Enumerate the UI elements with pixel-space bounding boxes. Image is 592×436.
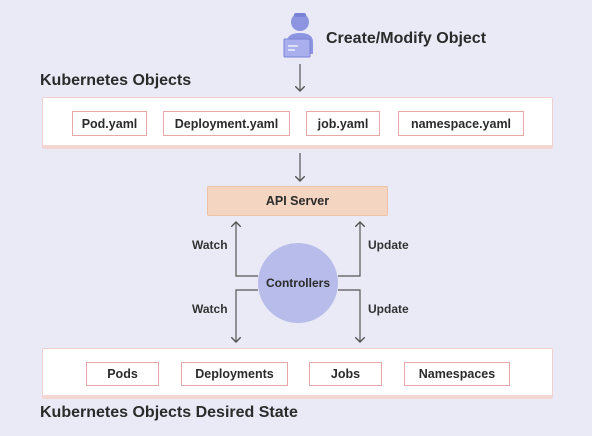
user-at-laptop-icon	[283, 13, 313, 58]
file-chip-deployment: Deployment.yaml	[163, 111, 290, 136]
kubernetes-objects-title: Kubernetes Objects	[40, 72, 192, 89]
desired-state-panel: Pods Deployments Jobs Namespaces	[42, 348, 553, 399]
resource-chip-jobs: Jobs	[309, 362, 382, 386]
resource-chip-pods: Pods	[86, 362, 159, 386]
controllers-circle: Controllers	[258, 243, 338, 323]
resource-chip-namespaces: Namespaces	[404, 362, 510, 386]
file-chip-job: job.yaml	[306, 111, 380, 136]
api-server-box: API Server	[207, 186, 388, 216]
arrow-update-top	[338, 222, 360, 277]
resource-chip-deployments: Deployments	[181, 362, 288, 386]
file-chip-pod: Pod.yaml	[72, 111, 147, 136]
arrow-watch-bottom	[236, 289, 258, 342]
arrow-update-bottom	[338, 289, 360, 342]
edge-label-watch-top: Watch	[192, 238, 228, 252]
file-chip-namespace: namespace.yaml	[398, 111, 524, 136]
desired-state-title: Kubernetes Objects Desired State	[40, 404, 298, 421]
kubernetes-objects-panel: Pod.yaml Deployment.yaml job.yaml namesp…	[42, 97, 553, 149]
create-modify-title: Create/Modify Object	[326, 30, 487, 47]
edge-label-update-bottom: Update	[368, 302, 409, 316]
edge-label-update-top: Update	[368, 238, 409, 252]
arrow-watch-top	[236, 222, 258, 277]
edge-label-watch-bottom: Watch	[192, 302, 228, 316]
